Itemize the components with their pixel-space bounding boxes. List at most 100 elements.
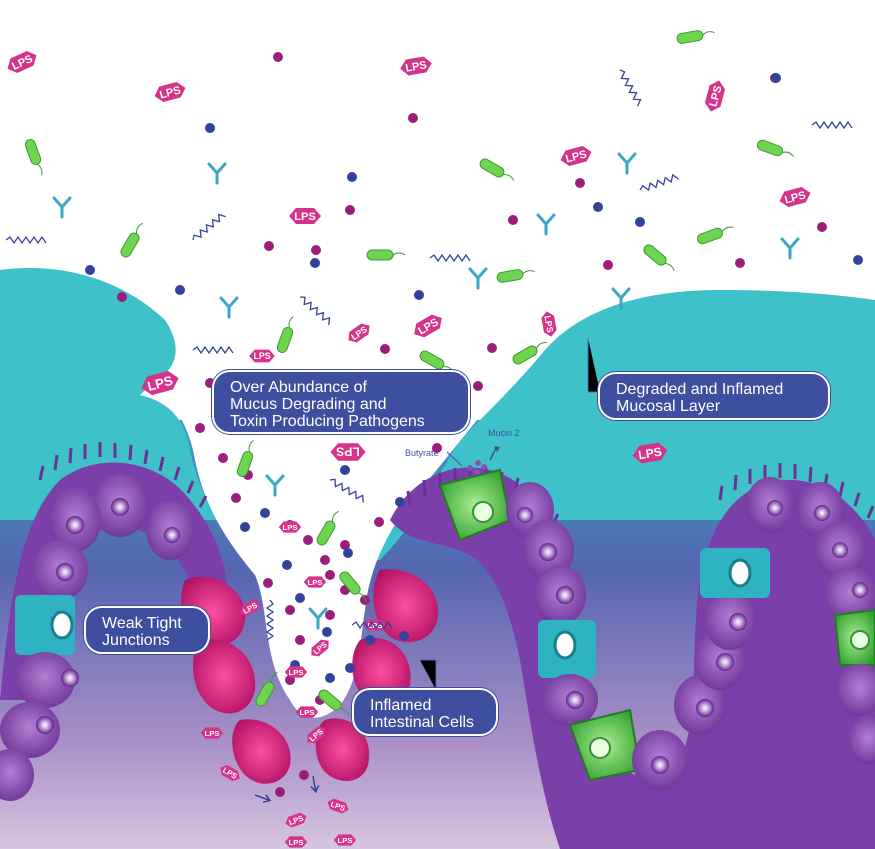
lps-label: LPS: [405, 59, 428, 75]
bacterium-flagellum: [288, 316, 294, 328]
lps-shape: [704, 80, 726, 112]
junctions-callout: Weak Tight Junctions: [84, 606, 210, 654]
purple-molecule-dot: [273, 52, 283, 62]
junctions-line-2: Junctions: [102, 632, 170, 649]
squiggle-virus-icon: [299, 296, 331, 326]
pathogens-line-3: Toxin Producing Pathogens: [230, 413, 425, 430]
lps-shape: [311, 639, 329, 657]
purple-molecule-dot: [340, 540, 350, 550]
lps-label: LPS: [564, 148, 588, 165]
lps-toxin-icon: LPS: [285, 812, 307, 828]
lps-shape: [249, 349, 275, 363]
lps-shape: [278, 521, 302, 533]
blue-molecule-dot: [322, 627, 332, 637]
lps-shape: [7, 50, 37, 74]
purple-molecule-dot: [735, 258, 745, 268]
lps-toxin-icon: LPS: [7, 50, 37, 74]
lps-shape: [295, 706, 319, 718]
purple-molecule-dot: [325, 610, 335, 620]
antibody-icon: [611, 287, 631, 310]
lps-label: LPS: [205, 729, 220, 738]
lps-label: LPS: [289, 668, 304, 677]
bacterium-flagellum: [522, 270, 535, 275]
blue-molecule-dot: [282, 560, 292, 570]
blue-molecule-dot: [414, 290, 424, 300]
lps-label: LPS: [253, 351, 270, 361]
lps-label: LPS: [336, 445, 360, 459]
bacterium-icon: [512, 341, 547, 365]
purple-molecule-dot: [325, 570, 335, 580]
purple-molecule-dot: [295, 635, 305, 645]
lps-label: LPS: [542, 315, 555, 334]
blue-molecule-dot: [345, 663, 355, 673]
bacterium-body: [255, 681, 275, 707]
bacterium-flagellum: [248, 440, 254, 452]
bacterium-flagellum: [392, 252, 406, 256]
lps-toxin-icon: LPS: [333, 834, 357, 846]
lps-label: LPS: [637, 444, 663, 462]
blue-molecule-dot: [240, 522, 250, 532]
blue-molecule-dot: [347, 172, 357, 182]
lps-shape: [400, 56, 432, 76]
purple-molecule-dot: [817, 222, 827, 232]
bacterium-icon: [24, 138, 43, 176]
lps-toxin-icon: LPS: [560, 145, 592, 167]
lps-label: LPS: [368, 621, 383, 630]
bacterium-icon: [236, 440, 254, 478]
lps-toxin-icon: LPS: [295, 706, 319, 718]
bacterium-body: [643, 244, 667, 266]
inflamed-cells-left: [181, 576, 291, 784]
blue-molecule-dot: [365, 635, 375, 645]
mucosal-callout: Degraded and Inflamed Mucosal Layer: [598, 372, 830, 420]
bacterium-body: [512, 345, 538, 365]
blue-molecule-dot: [399, 631, 409, 641]
squiggle-virus-icon: [811, 120, 853, 130]
antibody-icon: [219, 296, 239, 319]
pathogens-line-2: Mucus Degrading and: [230, 396, 387, 413]
mucosal-line-1: Degraded and Inflamed: [616, 381, 784, 398]
right-cell-arches: [390, 463, 875, 849]
bacterium-body: [366, 249, 394, 261]
blue-molecule-dot: [175, 285, 185, 295]
lps-label: LPS: [158, 84, 182, 101]
lps-label: LPS: [300, 708, 315, 717]
lps-shape: [141, 370, 179, 396]
bacterium-flagellum: [358, 592, 367, 603]
bacterium-icon: [696, 226, 734, 245]
lps-toxin-icon: LPS: [289, 208, 321, 224]
lps-toxin-icon: LPS: [541, 311, 557, 337]
bacterium-icon: [756, 139, 794, 157]
bacterium-flagellum: [664, 262, 675, 272]
purple-molecule-dot: [311, 245, 321, 255]
bacterium-flagellum: [702, 31, 715, 36]
bacterium-icon: [120, 222, 143, 258]
mucin-secretion: [467, 446, 500, 475]
purple-molecule-dot: [195, 423, 205, 433]
bacterium-flagellum: [331, 510, 339, 522]
lps-toxin-icon: LPS: [303, 576, 327, 588]
purple-molecule-dot: [380, 344, 390, 354]
antibody-icon: [308, 607, 328, 630]
lps-label: LPS: [289, 838, 304, 847]
purple-molecule-dot: [603, 260, 613, 270]
lps-toxin-icon: LPS: [632, 442, 668, 464]
bacterium-body: [24, 138, 42, 166]
bacterium-body: [496, 269, 524, 283]
bacterium-flagellum: [37, 163, 43, 176]
leakage-arrow-icon: [254, 794, 272, 803]
lps-label: LPS: [308, 578, 323, 587]
inflamed-line-1: Inflamed: [370, 697, 432, 714]
lps-shape: [240, 600, 260, 616]
inflamed-leader: [420, 659, 437, 690]
lps-shape: [414, 314, 442, 338]
blue-molecule-dot: [771, 73, 781, 83]
blue-molecule-dot: [340, 465, 350, 475]
blue-molecule-dot: [85, 265, 95, 275]
lps-shape: [289, 208, 321, 224]
lps-toxin-icon: LPS: [278, 521, 302, 533]
purple-molecule-dot: [487, 343, 497, 353]
purple-molecule-dot: [231, 493, 241, 503]
lps-toxin-icon: LPS: [154, 81, 186, 103]
purple-molecule-dot: [345, 205, 355, 215]
bacterium-flagellum: [535, 341, 547, 349]
